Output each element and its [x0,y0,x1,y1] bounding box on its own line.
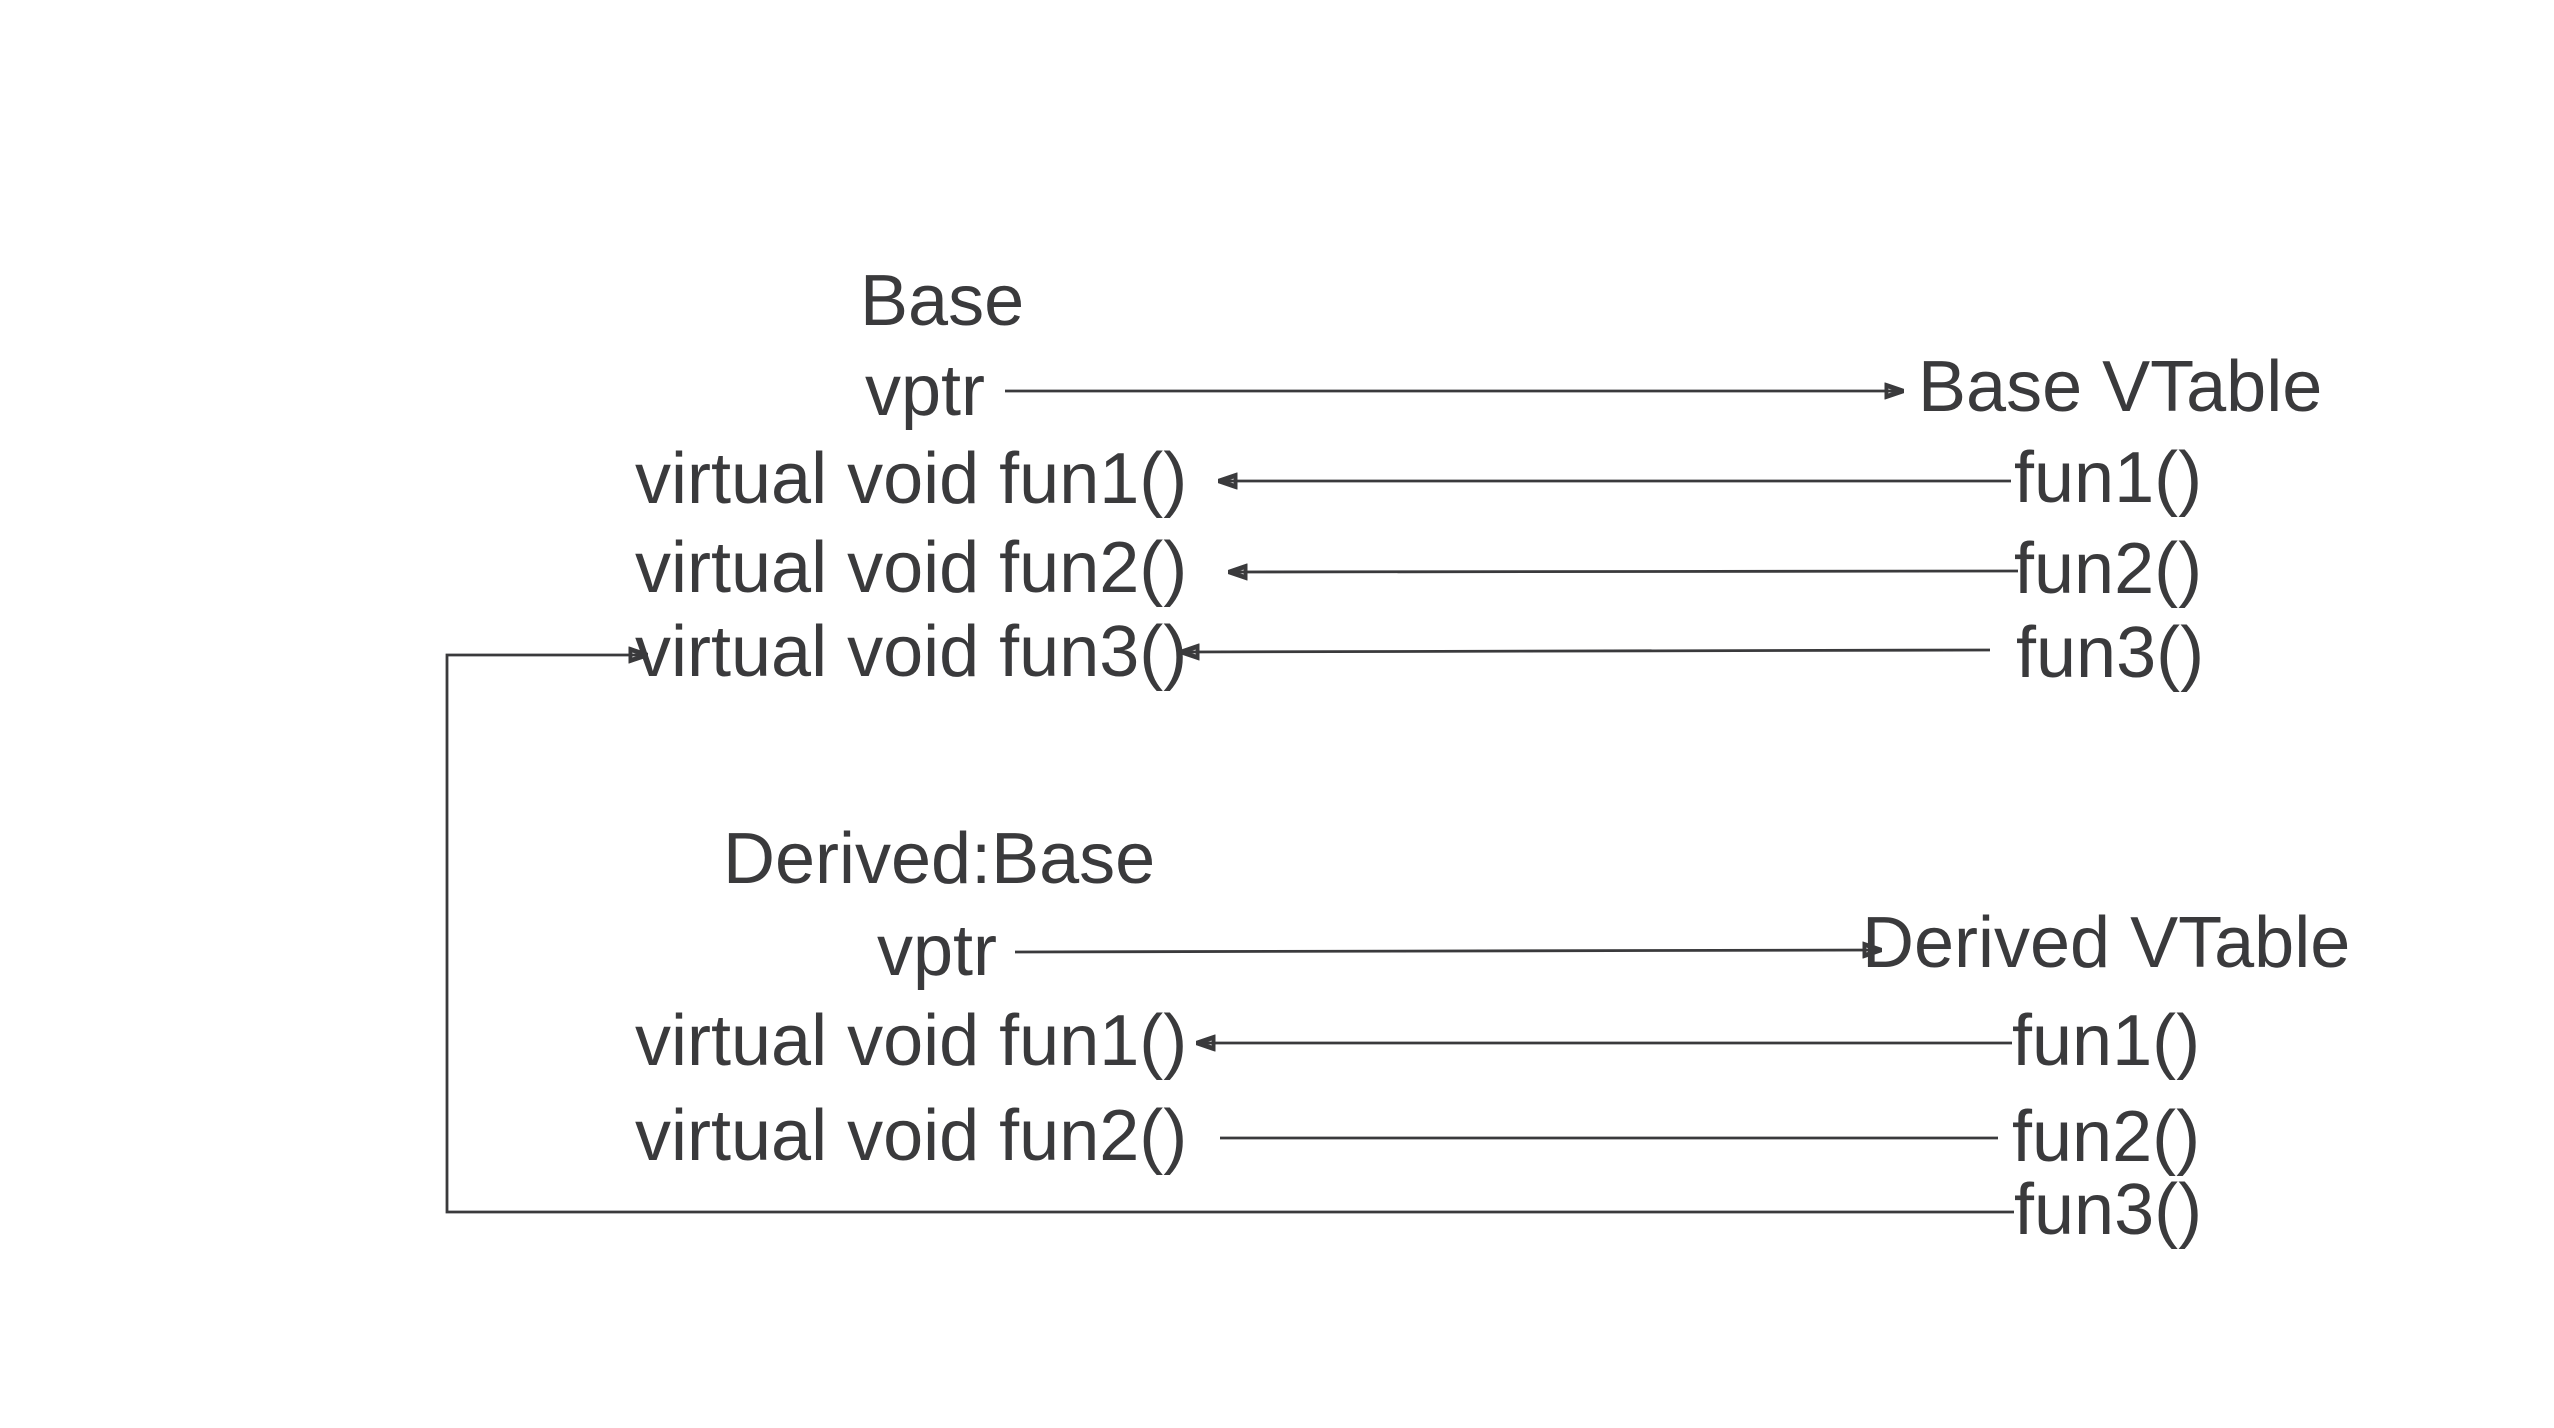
base-class-title: Base [860,260,1025,341]
base-class-fun3: virtual void fun3() [635,611,1188,692]
base-class-fun1: virtual void fun1() [635,438,1188,519]
base-vtable-title: Base VTable [1918,346,2323,427]
derived-vtable-fun3: fun3() [2014,1169,2203,1250]
base-class-fun2: virtual void fun2() [635,527,1188,608]
arrow-derived-vptr-to-derived-vtable [1014,950,1880,952]
derived-vtable-fun2: fun2() [2012,1096,2201,1177]
derived-vtable-title: Derived VTable [1862,902,2351,983]
arrow-base-vtable-fun3-to-base-fun3 [1182,650,1991,652]
derived-vtable-fun1: fun1() [2012,1000,2201,1081]
derived-class-fun2: virtual void fun2() [635,1095,1188,1176]
arrow-base-vtable-fun2-to-base-fun2 [1230,571,2019,572]
base-vtable-fun3: fun3() [2016,612,2205,693]
derived-class-vptr: vptr [877,910,998,991]
base-class-vptr: vptr [865,350,986,431]
derived-class-title: Derived:Base [723,818,1156,899]
base-vtable-fun1: fun1() [2014,437,2203,518]
base-vtable-fun2: fun2() [2014,528,2203,609]
derived-class-fun1: virtual void fun1() [635,1000,1188,1081]
